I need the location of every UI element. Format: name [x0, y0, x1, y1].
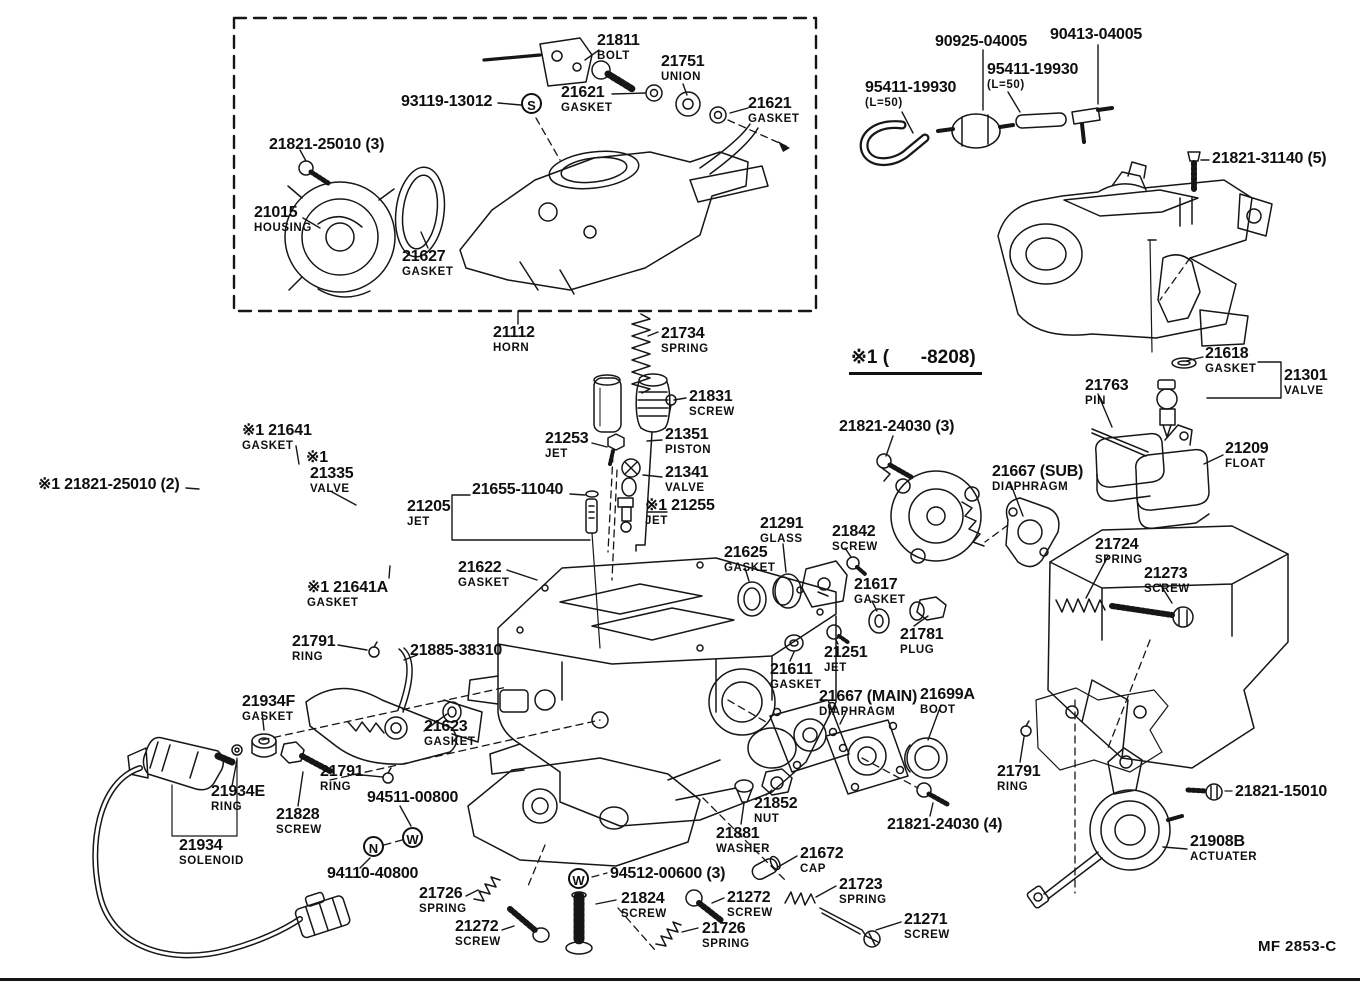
model-applicability-note: ※1 ( -8208) [849, 347, 982, 375]
page-bottom-rule [0, 978, 1360, 981]
leader-lines [185, 44, 1282, 933]
air-horn-box [232, 16, 818, 313]
alignment-dashes [261, 117, 1233, 951]
figure-code: MF 2853-C [1258, 938, 1337, 955]
